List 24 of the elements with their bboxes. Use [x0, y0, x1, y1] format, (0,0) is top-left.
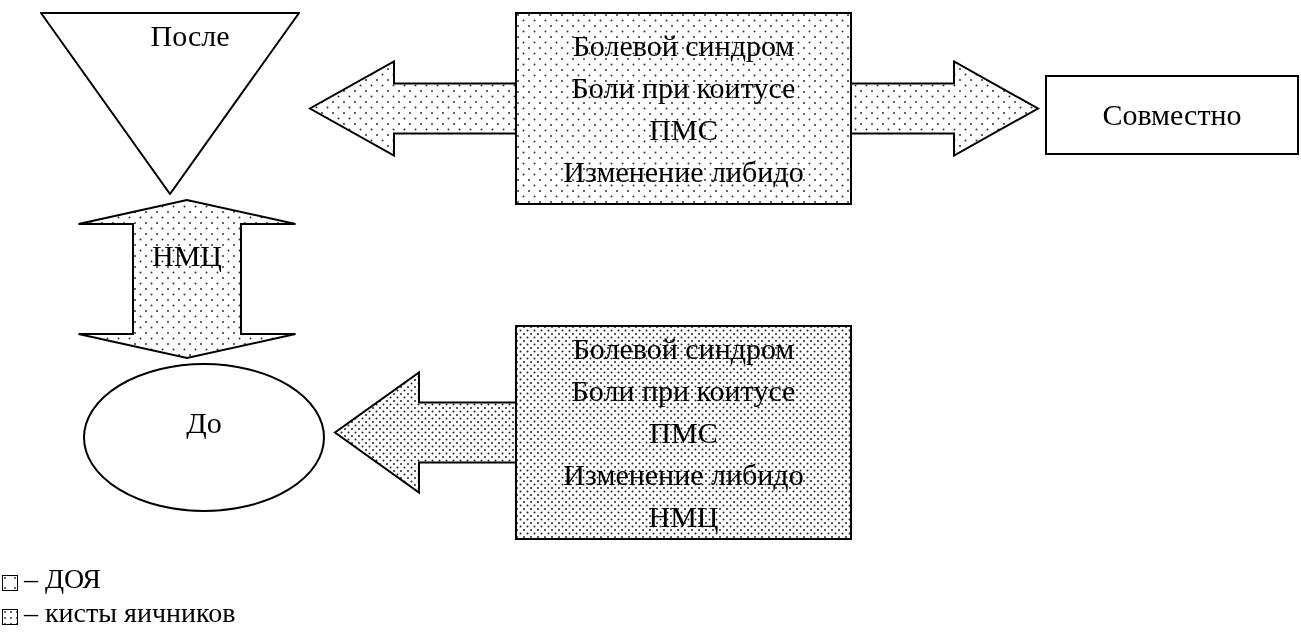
callout-box: [515, 325, 852, 540]
node-label: До: [186, 405, 222, 441]
process-box: [1045, 75, 1299, 155]
symptom-text: ПМС: [649, 414, 718, 451]
triangle-node: [40, 12, 300, 195]
symptom-text: Боли при коитусе: [571, 69, 796, 106]
block-arrow: [851, 59, 1041, 158]
node-label: После: [149, 18, 230, 54]
block-arrow: [333, 370, 516, 495]
symptom-text: ПМС: [649, 111, 718, 148]
legend-text: – кисты яичников: [24, 596, 236, 630]
symptom-text: Изменение либидо: [563, 456, 804, 493]
edge-label: НМЦ: [152, 239, 222, 273]
block-arrow: [307, 59, 516, 158]
symptom-text: Боли при коитусе: [571, 372, 796, 409]
symptom-text: Изменение либидо: [563, 153, 804, 190]
node-label: Совместно: [1102, 97, 1242, 133]
callout-box: [515, 12, 852, 205]
block-arrow: [77, 198, 297, 360]
ellipse-node: [83, 363, 325, 512]
legend-text: – ДОЯ: [24, 562, 101, 596]
symptom-text: НМЦ: [648, 498, 719, 535]
symptom-text: Болевой синдром: [572, 330, 795, 367]
symptom-text: Болевой синдром: [572, 27, 795, 64]
